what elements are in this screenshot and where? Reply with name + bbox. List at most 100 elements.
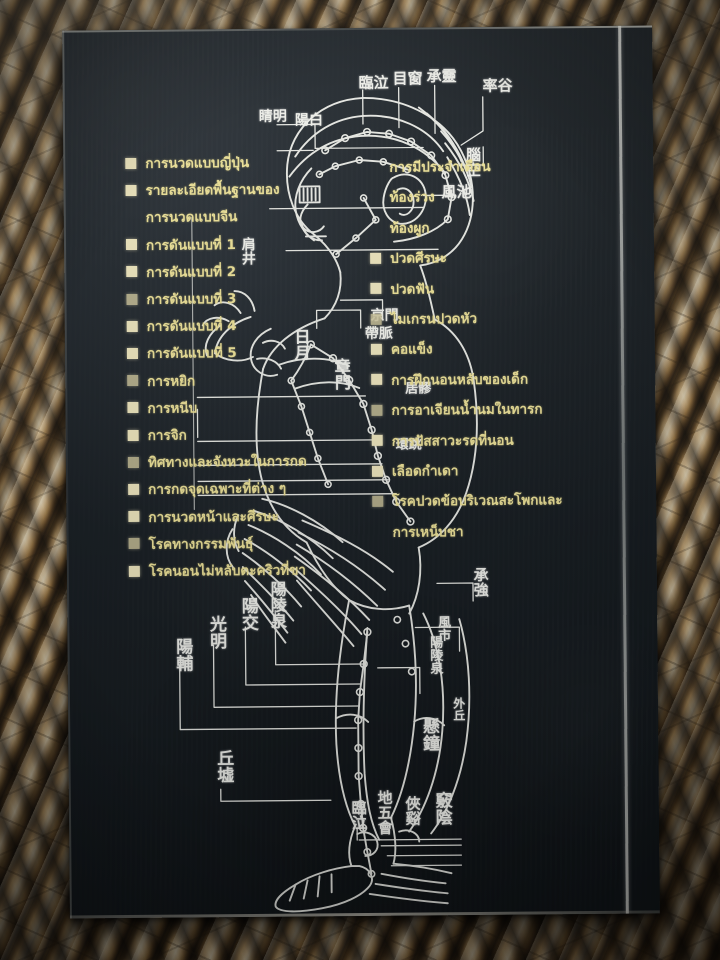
acupoint-label: 臨泣 <box>349 799 368 831</box>
toc-left-label: การดันแบบที่ 1 <box>145 236 236 254</box>
bullet-square-icon <box>370 313 382 325</box>
toc-right-item[interactable]: การมีประจำเดือน <box>369 155 490 178</box>
toc-right-item[interactable]: ท้องผูก <box>370 216 430 239</box>
bullet-square-icon <box>128 538 140 550</box>
acupoint-label: 睛明 <box>258 108 287 125</box>
toc-left-label: การดันแบบที่ 2 <box>146 263 237 281</box>
bullet-square-icon <box>125 239 138 251</box>
toc-right-item[interactable]: ไมเกรนปวดหัว <box>370 307 478 330</box>
toc-left-label: การนวดแบบญี่ปุ่น <box>145 154 250 172</box>
toc-left-item[interactable]: การดันแบบที่ 5 <box>126 341 237 364</box>
bullet-square-icon <box>370 343 382 355</box>
toc-right-label: คอแข็ง <box>390 341 433 359</box>
toc-right-label: การมีประจำเดือน <box>389 158 491 176</box>
book-back-cover: 臨泣目窗承靈率谷睛明陽白腦空風池肩井日月章門京門帶脈居髎環跳承強風市陽陵泉陽輔光… <box>62 25 660 919</box>
bullet-square-icon <box>370 252 382 264</box>
toc-left-label: การนวดหน้าและศีรษะ <box>148 508 279 526</box>
bullet-square-icon <box>371 434 383 446</box>
toc-left-item[interactable]: การหยิก <box>127 369 195 392</box>
toc-left-label: การดันแบบที่ 5 <box>146 345 237 363</box>
acupoint-label: 陽陵泉 <box>427 635 443 675</box>
toc-right-label: โรคปวดข้อบริเวณสะโพกและ <box>392 492 563 511</box>
bullet-square-icon <box>371 374 383 386</box>
toc-left-label: การนวดแบบจีน <box>145 209 238 227</box>
toc-right-label: ปวดศีรษะ <box>390 250 448 267</box>
bullet-square-icon <box>128 483 140 495</box>
toc-right-label: ท้องร่วง <box>389 189 435 207</box>
toc-right-label: ท้องผูก <box>389 220 430 237</box>
toc-right-label: การฝึกนอนหลับของเด็ก <box>391 371 529 389</box>
toc-left-item[interactable]: การนวดแบบจีน <box>126 205 238 228</box>
toc-left-label: การหยิก <box>147 373 196 390</box>
bullet-square-icon <box>125 184 137 196</box>
acupoint-label: 光明 <box>205 615 227 650</box>
bullet-square-icon <box>125 157 137 169</box>
toc-left-label: การหนีบ <box>147 400 198 417</box>
toc-left-item[interactable]: การกดจุดเฉพาะที่ต่าง ๆ <box>128 477 286 500</box>
acupoint-label: 日月 <box>291 328 311 361</box>
toc-left-item[interactable]: รายละเอียดพื้นฐานของ <box>125 178 280 201</box>
acupoint-label: 臨泣 <box>358 73 389 93</box>
toc-left-label: การดันแบบที่ 4 <box>146 318 237 336</box>
toc-left-item[interactable]: การดันแบบที่ 2 <box>126 260 236 283</box>
bullet-square-icon <box>126 347 139 359</box>
toc-left-label: โรคทางกรรมพันธุ์ <box>148 535 254 553</box>
acupoint-label: 率谷 <box>482 76 513 95</box>
toc-left-item[interactable]: การนวดแบบญี่ปุ่น <box>125 151 249 174</box>
acupoint-label: 陽陵泉 <box>267 580 288 629</box>
toc-left-item[interactable]: การหนีบ <box>127 396 197 419</box>
acupoint-label: 章門 <box>331 358 351 391</box>
bullet-square-icon <box>371 465 384 477</box>
acupoint-label: 陽輔 <box>172 637 193 672</box>
toc-right-label: การเหน็บชา <box>392 523 464 541</box>
toc-left-label: การดันแบบที่ 3 <box>146 291 237 308</box>
bullet-square-icon <box>127 456 139 468</box>
toc-left-label: การกดจุดเฉพาะที่ต่าง ๆ <box>148 481 287 499</box>
acupoint-label: 俠谿 <box>403 795 422 826</box>
toc-left-label: การจิก <box>147 427 187 444</box>
acupoint-label: 陽交 <box>237 596 259 632</box>
toc-left-item[interactable]: การดันแบบที่ 3 <box>126 287 236 310</box>
acupoint-label: 陽白 <box>294 112 323 129</box>
toc-right-item[interactable]: การฝึกนอนหลับของเด็ก <box>371 367 528 390</box>
bullet-square-icon <box>128 565 140 577</box>
toc-left-label: โรคนอนไม่หลับตะคริวที่ขา <box>148 562 307 580</box>
acupoint-label: 目窗 <box>392 69 423 88</box>
bullet-square-icon <box>371 404 383 416</box>
toc-left-item[interactable]: ทิศทางและจังหวะในการกด <box>127 450 307 474</box>
toc-right-label: การอาเจียนน้ำนมในทารก <box>391 401 543 419</box>
acupoint-label: 外丘 <box>451 697 466 722</box>
acupoint-label: 懸鐘 <box>418 717 440 752</box>
toc-right-item[interactable]: การเหน็บชา <box>372 520 463 543</box>
acupoint-label: 丘墟 <box>213 749 234 784</box>
toc-right-label: เลือดกำเดา <box>391 463 459 480</box>
toc-right-item[interactable]: ปวดฟัน <box>370 277 434 300</box>
toc-left-item[interactable]: การจิก <box>127 424 187 447</box>
toc-right-item[interactable]: คอแข็ง <box>370 338 433 361</box>
bullet-square-icon <box>127 402 139 414</box>
toc-left-item[interactable]: การดันแบบที่ 1 <box>125 233 236 256</box>
toc-left-label: รายละเอียดพื้นฐานของ <box>145 181 280 200</box>
acupoint-label: 竅陰 <box>431 791 452 826</box>
acupoint-label: 風池 <box>441 183 472 202</box>
bullet-square-icon <box>372 495 384 507</box>
toc-right-item[interactable]: ปวดศีรษะ <box>370 246 447 269</box>
toc-right-item[interactable]: โรคปวดข้อบริเวณสะโพกและ <box>372 489 563 513</box>
bullet-square-icon <box>370 282 382 295</box>
acupoint-label: 承靈 <box>426 67 457 86</box>
toc-right-item[interactable]: ท้องร่วง <box>370 186 435 209</box>
bullet-square-icon <box>128 511 140 523</box>
toc-left-item[interactable]: โรคนอนไม่หลับตะคริวที่ขา <box>128 558 307 582</box>
toc-left-item[interactable]: โรคทางกรรมพันธุ์ <box>128 532 254 555</box>
bullet-square-icon <box>126 266 138 278</box>
toc-right-item[interactable]: การอาเจียนน้ำนมในทารก <box>371 398 543 421</box>
acupoint-label: 肩井 <box>239 236 256 266</box>
bullet-square-icon <box>126 293 138 305</box>
toc-left-item[interactable]: การนวดหน้าและศีรษะ <box>128 504 279 527</box>
toc-left-item[interactable]: การดันแบบที่ 4 <box>126 314 237 337</box>
toc-right-item[interactable]: เลือดกำเดา <box>371 459 459 482</box>
acupuncture-meridian-diagram <box>62 25 660 918</box>
bullet-square-icon <box>127 375 139 387</box>
toc-right-item[interactable]: การปัสสาวะรดที่นอน <box>371 428 514 451</box>
